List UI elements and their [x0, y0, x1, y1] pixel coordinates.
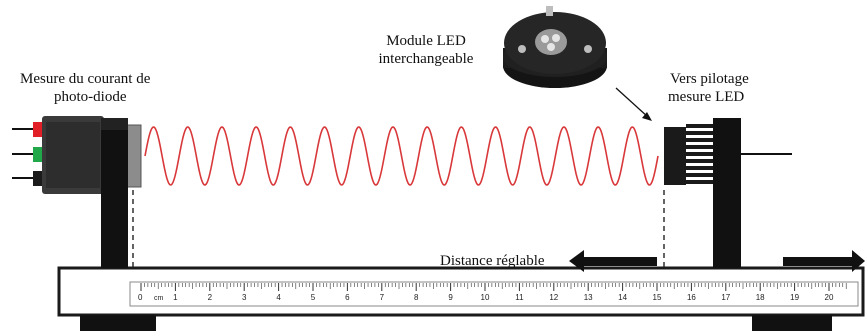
ruler-label: 0: [138, 293, 143, 302]
ruler-strip: [129, 281, 859, 307]
led-heatsink: [686, 124, 713, 184]
screw-right: [584, 45, 592, 53]
arrow-right-icon: [783, 250, 865, 272]
left-foot: [80, 315, 156, 331]
ruler-label: 19: [790, 293, 799, 302]
ruler-label: 20: [825, 293, 834, 302]
detector-housing-face: [46, 122, 100, 188]
led-housing: [664, 127, 686, 185]
heatsink-fin: [686, 159, 713, 163]
ruler-label: 7: [380, 293, 385, 302]
ruler-label: 16: [687, 293, 696, 302]
right-foot: [752, 315, 832, 331]
right-mount-post: [713, 118, 741, 268]
ruler-label: 6: [345, 293, 350, 302]
heatsink-fin: [686, 124, 713, 128]
ruler-label: 8: [414, 293, 419, 302]
distance-caption: Distance réglable: [440, 253, 545, 269]
pilot-caption-line1: Vers pilotage: [670, 71, 749, 87]
module-caption-line1: Module LED: [386, 33, 466, 49]
heatsink-fin: [686, 166, 713, 170]
heatsink-fin: [686, 145, 713, 149]
heatsink-fin: [686, 152, 713, 156]
module-caption: Module LED interchangeable: [371, 32, 481, 68]
led-2: [552, 34, 560, 42]
light-wave: [144, 126, 659, 186]
photodiode-caption-line1: Mesure du courant de: [20, 71, 151, 87]
screw-top: [546, 6, 553, 16]
pointer-arrow-icon: [615, 87, 652, 121]
arrow-left-icon: [569, 250, 657, 272]
ruler-label: 12: [549, 293, 558, 302]
ruler-label: 1: [173, 293, 178, 302]
photodiode-caption: Mesure du courant de photo-diode: [20, 70, 150, 106]
ruler-label: 15: [653, 293, 662, 302]
module-caption-line2: interchangeable: [378, 51, 474, 67]
heatsink-fin: [686, 180, 713, 184]
ruler-label: 11: [515, 293, 524, 302]
ruler-label: 9: [448, 293, 453, 302]
ruler-label: 2: [208, 293, 213, 302]
ruler-label: 18: [756, 293, 765, 302]
left-mount-post: [101, 118, 128, 268]
photodiode-detector: [12, 116, 142, 268]
connector-green: [33, 147, 43, 162]
ruler-label: 13: [584, 293, 593, 302]
ruler-label: 17: [721, 293, 730, 302]
ruler-label: 14: [618, 293, 627, 302]
led-cluster: [535, 29, 567, 55]
photodiode-caption-line2: photo-diode: [54, 89, 127, 105]
heatsink-fin: [686, 131, 713, 135]
heatsink-fin: [686, 173, 713, 177]
connector-red: [33, 122, 43, 137]
heatsink-fin: [686, 138, 713, 142]
left-mount-cap: [101, 118, 128, 130]
ruler-unit-label: cm: [154, 295, 164, 302]
screw-left: [518, 45, 526, 53]
pilot-caption: Vers pilotage mesure LED: [668, 70, 749, 106]
ruler-label: 3: [242, 293, 247, 302]
ruler-ticks: [140, 283, 847, 291]
ruler-label: 4: [276, 293, 281, 302]
ruler-label: 5: [311, 293, 316, 302]
led-3: [547, 43, 555, 51]
led-module-disc: [503, 6, 607, 88]
led-1: [541, 35, 549, 43]
ruler-label: 10: [481, 293, 490, 302]
connector-black: [33, 171, 43, 186]
pilot-caption-line2: mesure LED: [668, 89, 745, 105]
led-module: [664, 118, 792, 268]
